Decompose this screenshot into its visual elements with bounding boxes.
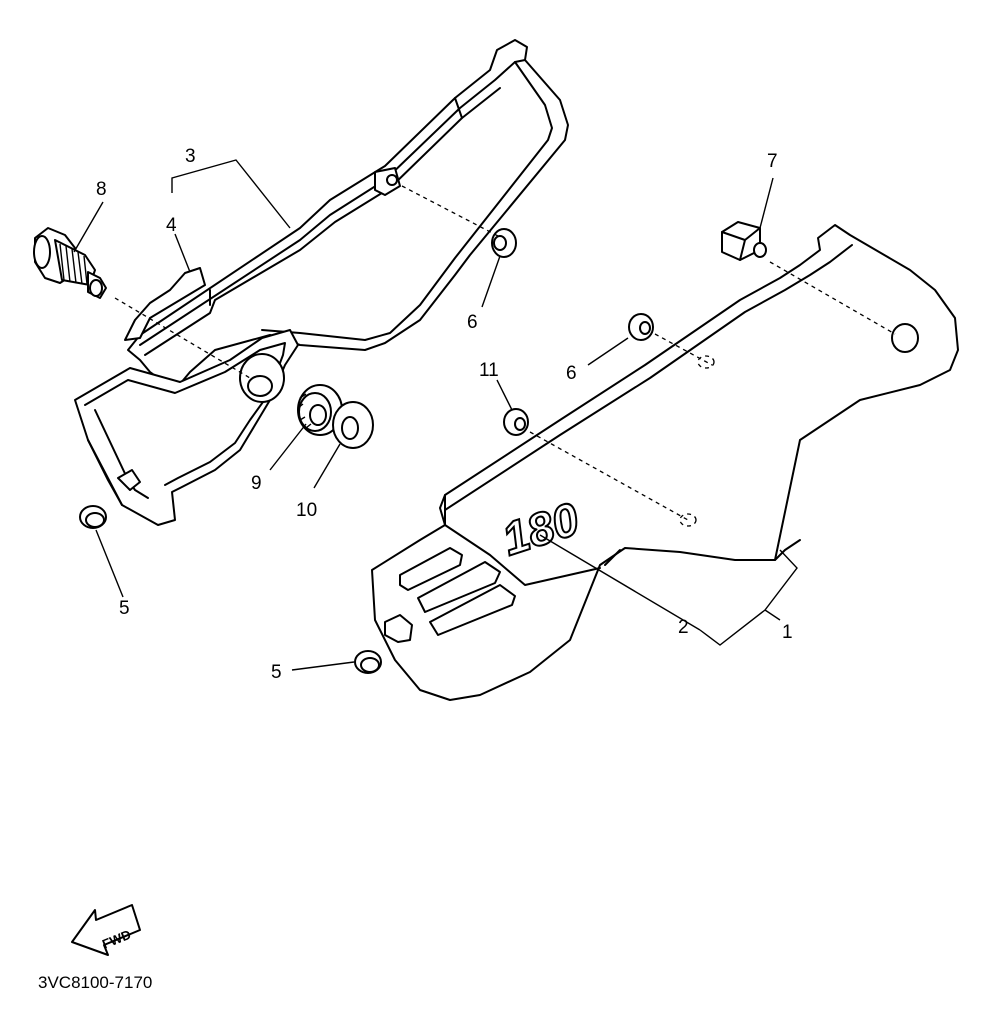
callout-2: 2	[678, 617, 689, 638]
callout-5-right: 5	[271, 662, 282, 683]
callout-7: 7	[767, 151, 778, 172]
grommet-6-right	[628, 313, 654, 341]
right-side-cover: 180	[371, 224, 959, 701]
callout-1: 1	[782, 622, 793, 643]
clip-7	[721, 221, 767, 261]
grommet-5-left	[79, 505, 107, 529]
fwd-arrow: FWD	[71, 904, 141, 956]
knob-assembly	[33, 227, 107, 299]
grommet-6-upper	[491, 228, 517, 258]
callout-5-left: 5	[119, 598, 130, 619]
alignment-lines	[114, 185, 896, 527]
callout-10: 10	[296, 500, 317, 521]
left-side-cover	[74, 39, 569, 526]
callout-9: 9	[251, 473, 262, 494]
callout-8: 8	[96, 179, 107, 200]
callout-6-upper: 6	[467, 312, 478, 333]
callout-6-right: 6	[566, 363, 577, 384]
callout-11: 11	[479, 360, 499, 381]
callout-3: 3	[185, 146, 196, 167]
grommet-11	[503, 408, 529, 436]
nut-9	[297, 384, 343, 436]
grommet-5-right	[354, 650, 382, 674]
callout-4: 4	[166, 215, 177, 236]
diagram-code: 3VC8100-7170	[38, 973, 152, 992]
washer-10	[332, 401, 374, 449]
callout-numbers: 1 2 3 4 5 5 6 6 7 8 9 10 11	[96, 146, 793, 683]
leader-lines	[73, 159, 798, 671]
